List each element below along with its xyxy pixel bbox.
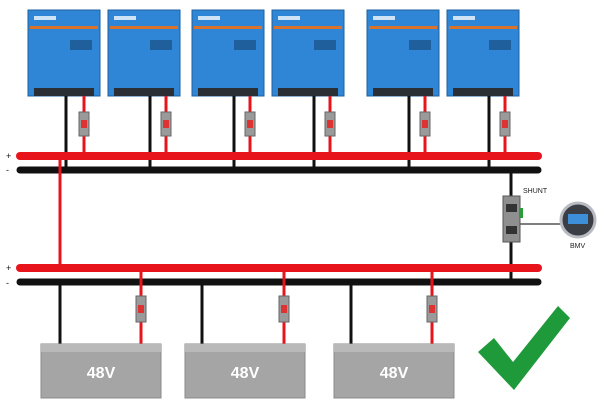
inverter-row <box>27 9 520 97</box>
shunt <box>502 195 523 243</box>
fuse-icon <box>135 295 147 323</box>
fuse-icon <box>419 111 431 137</box>
inverter-fuses <box>78 111 511 137</box>
fuse-icon <box>499 111 511 137</box>
battery-2-voltage: 48V <box>231 365 260 382</box>
shunt-label: SHUNT <box>523 188 548 195</box>
checkmark-icon <box>478 306 570 390</box>
inverter-4 <box>271 9 345 97</box>
fuse-icon <box>426 295 438 323</box>
battery-3-voltage: 48V <box>380 365 409 382</box>
battery-3: 48V <box>333 343 455 399</box>
fuse-icon <box>278 295 290 323</box>
fuse-icon <box>324 111 336 137</box>
top-bus-neg-label: - <box>6 165 9 175</box>
fuse-icon <box>160 111 172 137</box>
inverter-1 <box>27 9 101 97</box>
bmv-label: BMV <box>570 243 586 250</box>
top-bus-pos-label: + <box>6 151 11 161</box>
inverter-6 <box>446 9 520 97</box>
bmv-monitor-icon <box>559 201 597 239</box>
battery-2: 48V <box>184 343 306 399</box>
battery-1: 48V <box>40 343 162 399</box>
fuse-icon <box>78 111 90 137</box>
fuse-icon <box>244 111 256 137</box>
battery-fuses <box>135 295 438 323</box>
inverter-2 <box>107 9 181 97</box>
inverter-3 <box>191 9 265 97</box>
bottom-bus-neg-label: - <box>6 278 9 288</box>
bottom-bus-pos-label: + <box>6 263 11 273</box>
inverter-5 <box>366 9 440 97</box>
battery-1-voltage: 48V <box>87 365 116 382</box>
